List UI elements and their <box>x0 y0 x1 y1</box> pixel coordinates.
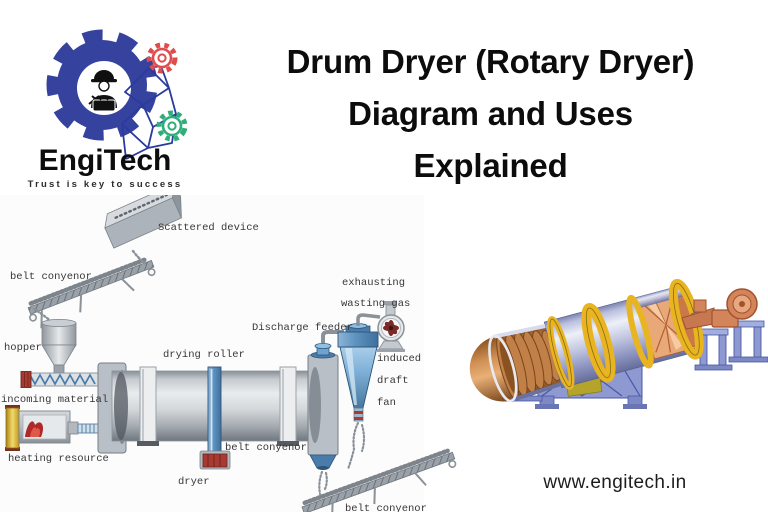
discharge-housing-graphic <box>307 342 339 470</box>
support-stand-right-1 <box>694 328 733 371</box>
title-line-1: Drum Dryer (Rotary Dryer) <box>286 43 695 80</box>
label-fan-2: draft <box>377 375 409 387</box>
label-incoming-material: incoming material <box>1 394 108 406</box>
drive-assembly <box>681 288 758 330</box>
title-line-3: Explained <box>413 147 568 184</box>
induced-draft-fan-icon <box>377 301 405 352</box>
label-dryer: dryer <box>178 476 210 488</box>
gas-pipe <box>321 330 344 343</box>
label-belt-conveyor-mid: belt conyenor <box>225 442 307 454</box>
title-line-2: Diagram and Uses <box>348 95 633 132</box>
label-belt-conveyor-bottom: belt conyenor <box>345 503 427 512</box>
gas-pipe <box>356 313 381 326</box>
belt-conveyor-bottom-graphic <box>301 448 457 512</box>
dryer-3d-render <box>442 232 768 458</box>
brand-tagline: Trust is key to success <box>28 179 183 190</box>
cyclone-graphic <box>337 323 379 422</box>
screw-feeder-graphic <box>20 369 109 390</box>
label-fan-3: fan <box>377 397 396 409</box>
material-trail <box>131 249 148 266</box>
dryer-base <box>202 453 228 468</box>
page-title: Drum Dryer (Rotary Dryer) Diagram and Us… <box>238 36 743 192</box>
gear-outline-icon <box>146 42 178 74</box>
brand-name: EngiTech <box>39 144 172 177</box>
engineer-icon <box>77 61 131 115</box>
material-trail <box>318 470 328 496</box>
label-drying-roller: drying roller <box>163 349 245 361</box>
material-trail <box>346 421 366 471</box>
heating-resource-graphic <box>5 405 106 451</box>
hopper-graphic <box>41 319 77 374</box>
website-url: www.engitech.in <box>543 472 687 493</box>
logo: EngiTech Trust is key to success <box>12 6 227 198</box>
rotary-drum-graphic <box>97 362 337 454</box>
label-scattered-device: Scattered device <box>158 222 259 234</box>
label-exhaust-2: wasting gas <box>341 298 410 310</box>
drying-roller-support-graphic <box>199 366 231 470</box>
label-exhaust-1: exhausting <box>342 277 405 289</box>
label-hopper: hopper <box>4 342 42 354</box>
label-fan-1: induced <box>377 353 421 365</box>
dryer-schematic-graphic: Scattered device belt conyenor hopper in… <box>0 182 457 512</box>
label-belt-conveyor-top: belt conyenor <box>10 271 92 283</box>
label-heating-resource: heating resource <box>8 453 109 465</box>
dryer-schematic: Scattered device belt conyenor hopper in… <box>0 182 460 512</box>
logo-graphic: EngiTech Trust is key to success <box>28 29 188 190</box>
dryer-3d-graphic <box>469 278 768 409</box>
gear-outline-icon <box>156 110 188 142</box>
label-discharge-feeder: Discharge feeder <box>252 322 353 334</box>
